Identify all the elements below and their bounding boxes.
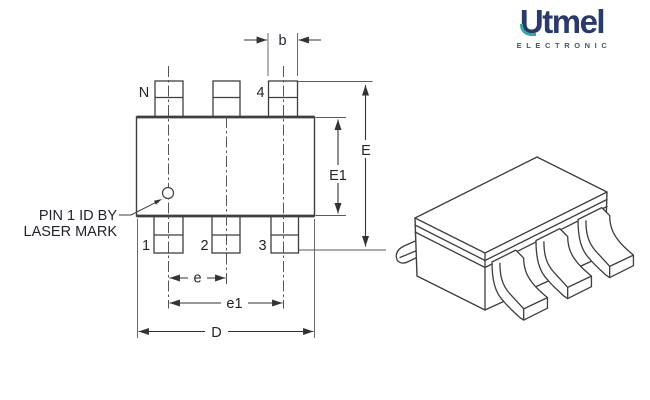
- pin-centerlines: [168, 66, 284, 309]
- pin1-id-mark-circle: [161, 186, 175, 200]
- dim-label-d: D: [211, 325, 221, 341]
- pin-label-2: 2: [200, 238, 208, 254]
- logo-tagline: ELECTRONIC: [516, 40, 612, 50]
- far-side-lead: [395, 238, 422, 264]
- pin1-note-line2: LASER MARK: [24, 224, 118, 240]
- pin-label-3: 3: [258, 238, 266, 254]
- label-backgrounds: [188, 140, 376, 339]
- leader-arrowhead: [153, 199, 162, 205]
- dim-label-b: b: [278, 33, 286, 49]
- logo-letters-rest: tmel: [542, 3, 605, 40]
- gull-wing-lead-2: [535, 227, 593, 300]
- package-body: [135, 116, 316, 217]
- logo-wordmark: Utmel: [519, 3, 606, 40]
- utmel-logo: Utmel ELECTRONIC: [488, 3, 636, 50]
- top-view-2d: [135, 80, 316, 254]
- gull-wing-lead-1: [491, 249, 549, 321]
- dim-label-e1-body: E1: [329, 168, 347, 184]
- dim-label-e: e: [193, 271, 201, 287]
- pin-label-4: 4: [256, 85, 264, 101]
- logo-teal-swoosh-icon: [519, 23, 536, 36]
- pin1-id-callout: [119, 186, 175, 216]
- extension-lines: [137, 33, 386, 338]
- dim-label-e1: e1: [226, 296, 242, 312]
- pin-label-n: N: [139, 85, 149, 101]
- isometric-view-3d: [395, 156, 635, 321]
- pin-label-1: 1: [142, 238, 150, 254]
- dimension-lines: [138, 36, 370, 336]
- dim-label-e-total: E: [361, 143, 371, 159]
- pin1-note-line1: PIN 1 ID BY: [39, 208, 117, 224]
- pin-top-center: [212, 80, 241, 118]
- gull-wing-lead-3: [577, 206, 635, 279]
- leader-line: [119, 202, 156, 216]
